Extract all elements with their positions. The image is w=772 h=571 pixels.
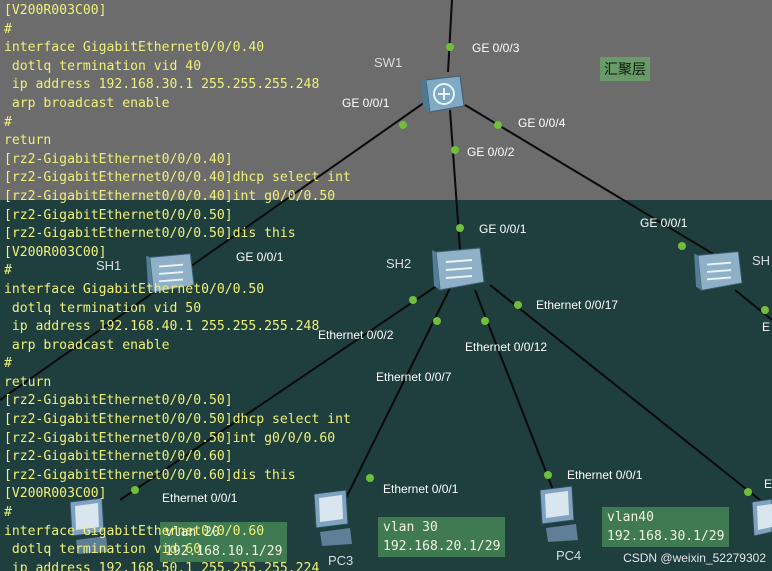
- link-sh2-right: [489, 284, 761, 501]
- terminal-line: [V200R003C00]: [4, 244, 107, 260]
- vlan-info-box: vlan40 192.168.30.1/29: [602, 507, 730, 547]
- device-label-pc4: PC4: [556, 548, 582, 563]
- terminal-line: [rz2-GigabitEthernet0/0/0.40]dhcp select…: [4, 170, 351, 186]
- link-dot: [451, 146, 459, 154]
- link-sh2-left: [119, 284, 439, 501]
- port-label: GE 0/0/4: [518, 116, 566, 130]
- link-dot: [761, 306, 769, 314]
- terminal-line: [V200R003C00]: [4, 486, 107, 502]
- port-label: GE 0/0/1: [479, 222, 527, 236]
- terminal-line: #: [4, 505, 12, 521]
- link-dot: [456, 224, 464, 232]
- terminal-line: [rz2-GigabitEthernet0/0/0.40]int g0/0/0.…: [4, 188, 336, 204]
- link-dot: [494, 121, 502, 129]
- link-dot: [514, 301, 522, 309]
- device-label-sh3: SH: [752, 253, 771, 268]
- link-dot: [131, 486, 139, 494]
- terminal-line: interface GigabitEthernet0/0/0.40: [4, 40, 265, 56]
- router-icon[interactable]: [420, 68, 466, 118]
- pc-icon[interactable]: [536, 484, 580, 544]
- port-label: GE 0/0/3: [472, 41, 520, 55]
- link-dot: [744, 488, 752, 496]
- terminal-line: return: [4, 133, 52, 149]
- link-sw1-uplink: [447, 0, 453, 73]
- terminal-line: #: [4, 114, 12, 130]
- pc-icon[interactable]: [748, 496, 772, 552]
- terminal-line: [rz2-GigabitEthernet0/0/0.50]int g0/0/0.…: [4, 430, 336, 446]
- terminal-line: [rz2-GigabitEthernet0/0/0.60]dis this: [4, 467, 296, 483]
- terminal-line: interface GigabitEthernet0/0/0.60: [4, 523, 265, 539]
- port-label: GE 0/0/2: [467, 145, 515, 159]
- layer-label: 汇聚层: [600, 57, 650, 81]
- terminal-line: dotlq termination vid 40: [4, 58, 202, 74]
- watermark: CSDN @weixin_52279302: [623, 551, 766, 565]
- link-dot: [433, 317, 441, 325]
- link-sh3-right: [734, 289, 772, 321]
- terminal-line: [rz2-GigabitEthernet0/0/0.50]: [4, 393, 233, 409]
- terminal-line: #: [4, 356, 12, 372]
- terminal-line: [rz2-GigabitEthernet0/0/0.50]dhcp select…: [4, 412, 351, 428]
- port-label: Ethernet 0/0/7: [376, 370, 452, 384]
- pc-icon[interactable]: [310, 488, 354, 548]
- terminal-line: ip address 192.168.30.1 255.255.255.248: [4, 77, 320, 93]
- pc-icon[interactable]: [66, 496, 110, 556]
- device-label-sh1: SH1: [96, 258, 122, 273]
- terminal-line: dotlq termination vid 50: [4, 300, 202, 316]
- switch-icon[interactable]: [146, 250, 196, 296]
- vlan-info-box: vlan 30 192.168.20.1/29: [378, 517, 506, 557]
- link-dot: [409, 296, 417, 304]
- link-dot: [399, 121, 407, 129]
- port-label: Ethernet 0/0/1: [383, 482, 459, 496]
- terminal-line: [rz2-GigabitEthernet0/0/0.40]: [4, 151, 233, 167]
- link-sw1-sh1: [0, 99, 429, 401]
- port-label: E: [762, 320, 771, 334]
- terminal-line: interface GigabitEthernet0/0/0.50: [4, 281, 265, 297]
- link-dot: [481, 317, 489, 325]
- terminal-line: [rz2-GigabitEthernet0/0/0.50]dis this: [4, 226, 296, 242]
- port-label: GE 0/0/1: [236, 250, 284, 264]
- port-label: Ethernet 0/0/1: [567, 468, 643, 482]
- port-label: E: [764, 477, 772, 491]
- terminal-line: ip address 192.168.50.1 255.255.255.224: [4, 560, 320, 571]
- terminal-line: [rz2-GigabitEthernet0/0/0.50]: [4, 207, 233, 223]
- switch-icon[interactable]: [432, 244, 486, 294]
- link-dot: [366, 474, 374, 482]
- terminal-line: [rz2-GigabitEthernet0/0/0.60]: [4, 449, 233, 465]
- upper-background: [0, 0, 772, 200]
- device-label-sw1: SW1: [374, 55, 403, 70]
- terminal-line: #: [4, 263, 12, 279]
- terminal-line: ip address 192.168.40.1 255.255.255.248: [4, 319, 320, 335]
- port-label: GE 0/0/1: [342, 96, 390, 110]
- terminal-line: dotlq termination vid 60: [4, 542, 202, 558]
- port-label: Ethernet 0/0/2: [318, 328, 394, 342]
- vlan-info-box: vlan 20 192.168.10.1/29: [160, 522, 288, 562]
- terminal-line: arp broadcast enable: [4, 337, 170, 353]
- terminal-line: #: [4, 21, 12, 37]
- terminal-line: arp broadcast enable: [4, 95, 170, 111]
- link-sh2-pc3: [344, 287, 451, 501]
- terminal-output[interactable]: [V200R003C00] # interface GigabitEthernet0…: [4, 2, 764, 571]
- switch-icon[interactable]: [694, 248, 744, 294]
- device-label-sh2: SH2: [386, 256, 412, 271]
- link-sw1-sh3: [464, 104, 721, 259]
- port-label: Ethernet 0/0/12: [465, 340, 548, 354]
- link-dot: [446, 43, 454, 51]
- port-label: Ethernet 0/0/1: [162, 491, 238, 505]
- terminal-line: return: [4, 374, 52, 390]
- link-dot: [678, 242, 686, 250]
- terminal-line: [V200R003C00]: [4, 3, 107, 18]
- device-label-pc3: PC3: [328, 553, 354, 568]
- link-sh2-pc4: [474, 289, 556, 496]
- port-label: GE 0/0/1: [640, 216, 688, 230]
- link-dot: [544, 471, 552, 479]
- port-label: Ethernet 0/0/17: [536, 298, 619, 312]
